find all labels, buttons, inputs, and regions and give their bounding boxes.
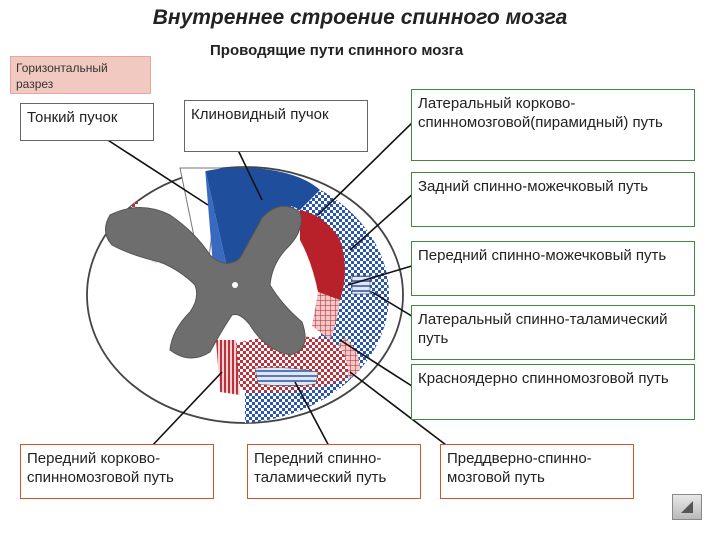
rubrospinal-region (312, 292, 340, 340)
anterior-spinothalamic-region (254, 367, 319, 387)
next-slide-arrow-icon (681, 501, 693, 513)
label-thin-fasciculus: Тонкий пучок (20, 103, 154, 141)
next-slide-icon[interactable] (672, 494, 702, 520)
vestibulospinal-region (338, 338, 360, 380)
lateral-corticospinal-region (300, 210, 345, 300)
label-lateral-corticospinal: Латеральный корково-спинномозговой(пирам… (411, 89, 695, 161)
anterior-corticospinal-region (216, 340, 240, 395)
label-anterior-spinocerebellar: Передний спинно-можечковый путь (411, 241, 695, 296)
thin-fasciculus-region (205, 168, 232, 290)
slide-title: Внутреннее строение спинного мозга (152, 6, 568, 29)
pointer-lines (99, 119, 451, 449)
central-canal (232, 282, 238, 288)
section-tag: Горизонтальный разрез (10, 56, 151, 94)
slide-subtitle: Проводящие пути спинного мозга (210, 42, 464, 59)
label-anterior-corticospinal: Передний корково-спинномозговой путь (20, 444, 214, 499)
label-lateral-spinothalamic: Латеральный спинно-таламический путь (411, 305, 695, 360)
label-cuneate-fasciculus: Клиновидный пучок (184, 100, 368, 152)
label-anterior-spinothalamic: Передний спинно-таламический путь (247, 444, 421, 499)
label-rubrospinal: Красноядерно спинномозговой путь (411, 364, 695, 420)
label-vestibulospinal: Преддверно-спинно-мозговой путь (440, 444, 634, 499)
gray-matter (105, 205, 306, 359)
label-posterior-spinocerebellar: Задний спинно-можечковый путь (411, 172, 695, 227)
